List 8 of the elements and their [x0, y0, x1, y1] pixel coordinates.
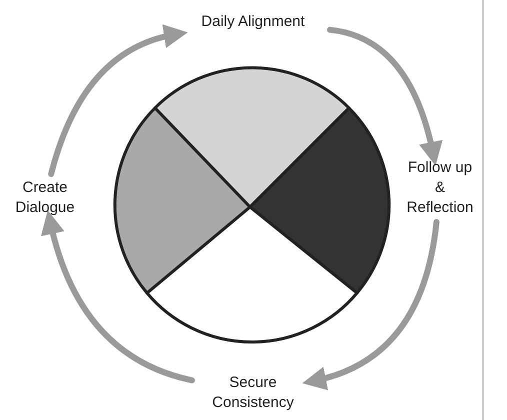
cycle-arrow [327, 26, 442, 166]
cycle-arrow [48, 25, 188, 177]
cycle-label: Secure Consistency [196, 373, 310, 413]
cycle-arrow [41, 210, 195, 384]
cycle-label: Daily Alignment [180, 12, 326, 32]
cycle-label: Create Dialogue [2, 178, 88, 218]
cycle-label: Follow up & Reflection [404, 158, 476, 218]
cycle-arrow [302, 219, 440, 390]
